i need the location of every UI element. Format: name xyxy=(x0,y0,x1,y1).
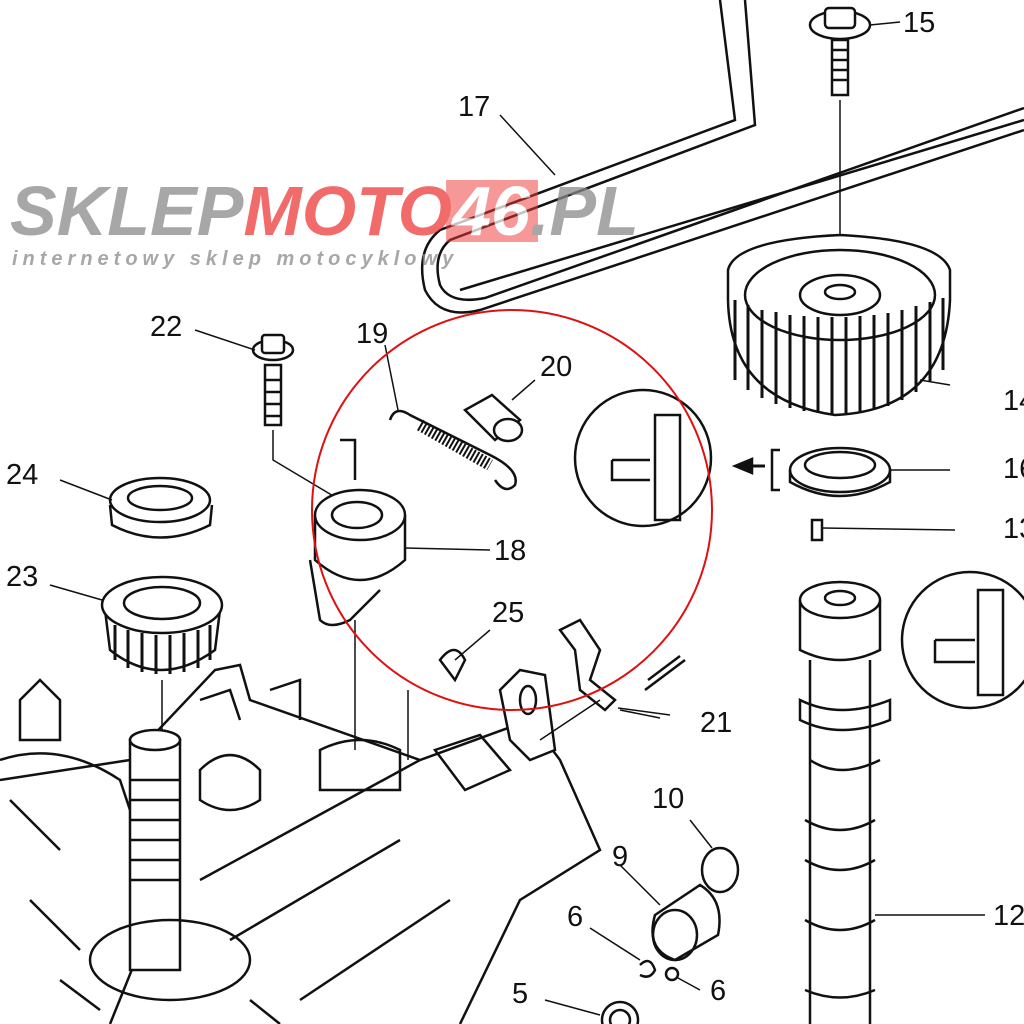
label-17: 17 xyxy=(458,91,490,123)
highlight-circle xyxy=(311,309,713,711)
label-6-lower: 6 xyxy=(710,975,726,1007)
bolt-22 xyxy=(251,333,341,501)
oil-seal-16 xyxy=(731,446,892,498)
label-24: 24 xyxy=(6,459,38,491)
detail-inset-circle-2 xyxy=(900,570,1024,710)
watermark: SKLEPMOTO46.PL internetowy sklep motocyk… xyxy=(10,172,639,270)
watermark-tagline: internetowy sklep motocyklowy xyxy=(12,248,458,270)
label-13: 13 xyxy=(1003,513,1024,545)
watermark-pl: .PL xyxy=(530,172,639,250)
watermark-brand: SKLEPMOTO46.PL xyxy=(10,172,639,250)
small-parts xyxy=(600,846,740,1024)
tensioner-18 xyxy=(308,438,409,760)
bracket-21 xyxy=(438,618,686,762)
label-15: 15 xyxy=(903,7,935,39)
watermark-moto: MOTO xyxy=(243,172,452,250)
label-20: 20 xyxy=(540,351,572,383)
label-18: 18 xyxy=(494,535,526,567)
label-10: 10 xyxy=(652,783,684,815)
watermark-46-background xyxy=(446,180,538,242)
nut-24 xyxy=(108,476,214,539)
label-22: 22 xyxy=(150,311,182,343)
label-12: 12 xyxy=(993,900,1024,932)
label-6-upper: 6 xyxy=(567,901,583,933)
label-23: 23 xyxy=(6,561,38,593)
watermark-sklep: SKLEP xyxy=(10,172,244,250)
detail-inset-pin-2 xyxy=(933,588,1005,697)
label-9: 9 xyxy=(612,841,628,873)
watermark-46: 46 xyxy=(450,172,531,250)
cylinder-head xyxy=(0,663,602,1024)
label-5: 5 xyxy=(512,978,528,1010)
label-16: 16 xyxy=(1003,453,1024,485)
detail-inset-circle xyxy=(573,388,713,528)
label-25: 25 xyxy=(492,597,524,629)
gear-23 xyxy=(100,575,224,740)
label-14: 14 xyxy=(1003,385,1024,417)
label-21: 21 xyxy=(700,707,732,739)
detail-inset-pin xyxy=(610,413,682,522)
label-19: 19 xyxy=(356,318,388,350)
cam-sprocket xyxy=(726,233,952,417)
timing-belt xyxy=(420,0,1024,314)
camshaft xyxy=(798,518,892,1024)
spring-19 xyxy=(388,409,517,491)
collar-20 xyxy=(462,393,524,443)
leader-lines xyxy=(49,21,985,1016)
